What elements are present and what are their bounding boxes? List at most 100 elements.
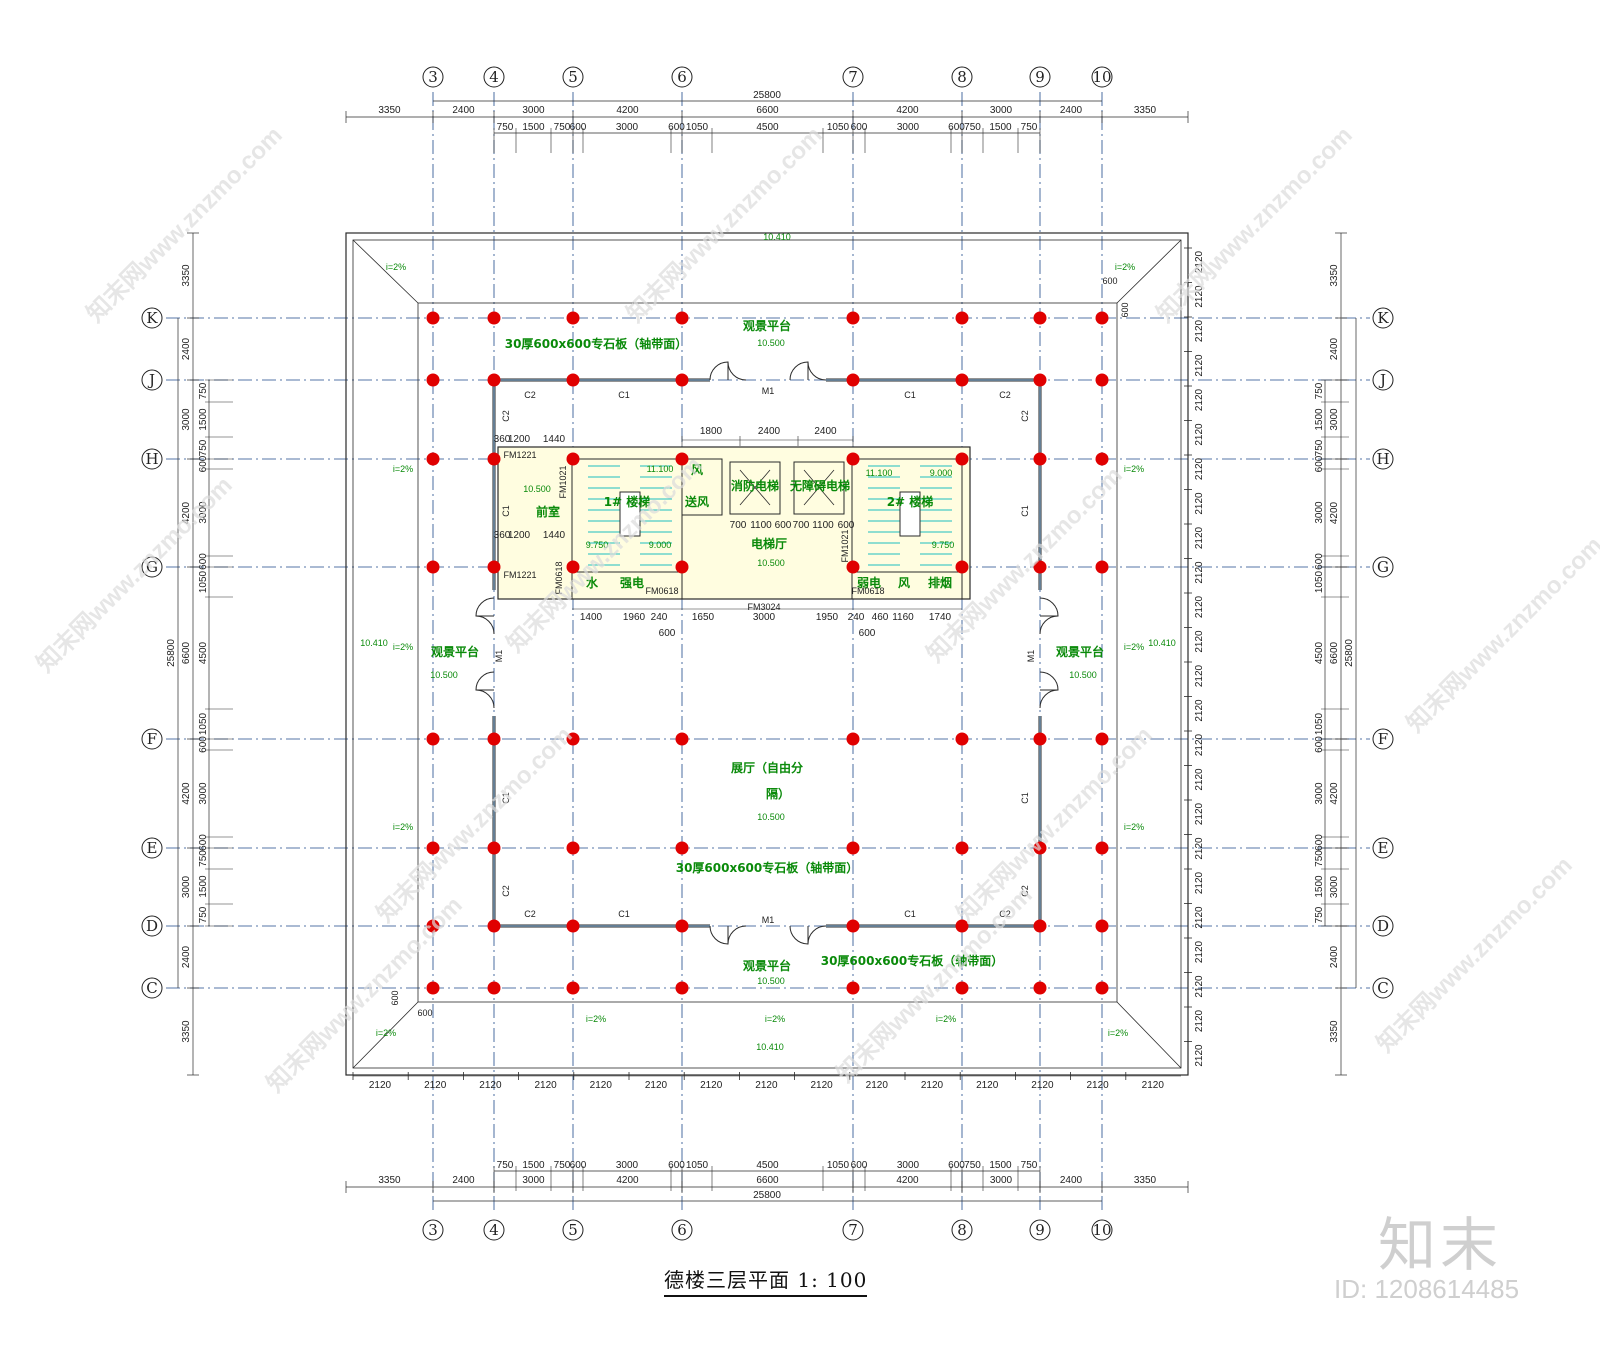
column bbox=[487, 981, 501, 995]
core-dim-top: 1800 bbox=[700, 426, 723, 437]
axis-left-J-bubble bbox=[141, 369, 163, 391]
axis-top-8-bubble bbox=[951, 66, 973, 88]
eave-dim-right: 2120 bbox=[1194, 699, 1205, 722]
service-rooms-right bbox=[851, 571, 963, 600]
room-viewing-left: 观景平台 bbox=[431, 644, 479, 659]
dim-left-inner-value: 600 bbox=[198, 553, 209, 570]
dim-outer-top-value: 3350 bbox=[1134, 105, 1157, 116]
axis-right-J-bubble bbox=[1372, 369, 1394, 391]
axis-bottom-9-label: 9 bbox=[1035, 1221, 1045, 1239]
dim-left-outer-value: 4200 bbox=[181, 501, 192, 524]
door-m1-bottom bbox=[709, 925, 729, 945]
code-600-d: 600 bbox=[417, 1008, 432, 1018]
core-dim-bottom: 3000 bbox=[753, 612, 776, 623]
core-dim-sub-b: 600 bbox=[859, 628, 876, 639]
room-viewing-top: 观景平台 bbox=[743, 318, 791, 333]
dim-inner-bottom-value: 1500 bbox=[522, 1160, 545, 1171]
axis-right-F-bubble bbox=[1372, 728, 1394, 750]
core-boundary bbox=[497, 446, 971, 600]
door-m1-right bbox=[1039, 597, 1059, 617]
dim-inner-top-value: 600 bbox=[668, 122, 685, 133]
eave-dim-right: 2120 bbox=[1194, 1009, 1205, 1032]
core-dim-bottom: 1650 bbox=[692, 612, 715, 623]
watermark: 知末网www.znzmo.com bbox=[82, 122, 288, 328]
eave-dim-right: 2120 bbox=[1194, 526, 1205, 549]
eave-dim-bottom: 2120 bbox=[1142, 1080, 1165, 1091]
code-fm0618-a: FM0618 bbox=[645, 586, 678, 596]
note-tile-bottom: 30厚600x600专石板（轴带面） bbox=[821, 953, 1004, 968]
column bbox=[566, 311, 580, 325]
dim-outer-top-value: 2400 bbox=[1060, 105, 1083, 116]
code-fm1021-a: FM1021 bbox=[558, 465, 568, 498]
axis-top-4-bubble bbox=[483, 66, 505, 88]
dim-outer-bottom-value: 2400 bbox=[452, 1175, 475, 1186]
eave-dim-bottom: 2120 bbox=[424, 1080, 447, 1091]
dim-inner-bottom-value: 600 bbox=[570, 1160, 587, 1171]
column bbox=[1033, 452, 1047, 466]
shaft-left bbox=[681, 458, 723, 516]
dim-outer-top-value: 2400 bbox=[452, 105, 475, 116]
column bbox=[487, 311, 501, 325]
column bbox=[1033, 919, 1047, 933]
dim-outer-bottom-value: 3350 bbox=[378, 1175, 401, 1186]
axis-left-F-label: F bbox=[147, 730, 157, 748]
column bbox=[487, 919, 501, 933]
slope-note: i=2% bbox=[1108, 1028, 1128, 1038]
code-c2: C2 bbox=[501, 410, 511, 422]
eave-dim-bottom: 2120 bbox=[645, 1080, 668, 1091]
axis-top-4-label: 4 bbox=[489, 68, 499, 86]
eave-dim-right: 2120 bbox=[1194, 871, 1205, 894]
axis-left-H-label: H bbox=[145, 450, 158, 468]
dim-right-outer-value: 3350 bbox=[1329, 1020, 1340, 1043]
axis-left-J-label: J bbox=[147, 371, 155, 389]
door-m1-bottom bbox=[807, 925, 827, 945]
room-shaft-d: 排烟 bbox=[928, 575, 952, 590]
code-m1-right: M1 bbox=[1026, 650, 1036, 663]
elev-platform: 10.500 bbox=[757, 338, 785, 348]
code-fm1221-a: FM1221 bbox=[503, 450, 536, 460]
elevator-freight-x2 bbox=[803, 469, 835, 506]
column bbox=[675, 311, 689, 325]
stair-2-well bbox=[899, 491, 921, 537]
eave-dim-right: 2120 bbox=[1194, 837, 1205, 860]
core-dim-left: 360 bbox=[494, 530, 511, 541]
code-c1: C1 bbox=[501, 792, 511, 804]
elev-platform: 10.500 bbox=[523, 484, 551, 494]
elev-platform: 10.500 bbox=[757, 976, 785, 986]
core-dim-mid: 700 bbox=[730, 520, 747, 531]
axis-top-7-bubble bbox=[842, 66, 864, 88]
dim-right-inner-value: 750 bbox=[1314, 439, 1325, 456]
column bbox=[846, 919, 860, 933]
eave-dim-right: 2120 bbox=[1194, 595, 1205, 618]
dim-inner-top-value: 3000 bbox=[616, 122, 639, 133]
dim-right-inner-value: 750 bbox=[1314, 382, 1325, 399]
column bbox=[675, 981, 689, 995]
dim-inner-top-value: 600 bbox=[851, 122, 868, 133]
code-c1: C1 bbox=[904, 909, 916, 919]
core-dim-mid: 600 bbox=[775, 520, 792, 531]
eave-dim-right: 2120 bbox=[1194, 561, 1205, 584]
column bbox=[846, 311, 860, 325]
column bbox=[1033, 373, 1047, 387]
code-m1-top: M1 bbox=[762, 386, 775, 396]
column bbox=[955, 919, 969, 933]
eave-dim-bottom: 2120 bbox=[479, 1080, 502, 1091]
room-elevator-hall: 电梯厅 bbox=[751, 536, 787, 551]
code-m1-bottom: M1 bbox=[762, 915, 775, 925]
door-m1-left bbox=[475, 689, 495, 709]
elevator-freight bbox=[793, 461, 845, 515]
core-dim-left: 1200 bbox=[508, 434, 531, 445]
code-600-c: 600 bbox=[390, 990, 400, 1005]
code-c2: C2 bbox=[999, 909, 1011, 919]
eave-dim-right: 2120 bbox=[1194, 319, 1205, 342]
door-m1-top bbox=[807, 361, 827, 381]
axis-bottom-6-label: 6 bbox=[677, 1221, 687, 1239]
hip-line-bl bbox=[352, 1001, 419, 1069]
room-shaft-a: 风 bbox=[691, 463, 703, 477]
elev-stair2-right: 9.000 bbox=[930, 468, 953, 478]
axis-bottom-8-label: 8 bbox=[957, 1221, 967, 1239]
platform-edge bbox=[417, 302, 1118, 1003]
core-dim-top: 2400 bbox=[758, 426, 781, 437]
hip-line-tl bbox=[352, 239, 419, 304]
eave-dim-bottom: 2120 bbox=[976, 1080, 999, 1091]
